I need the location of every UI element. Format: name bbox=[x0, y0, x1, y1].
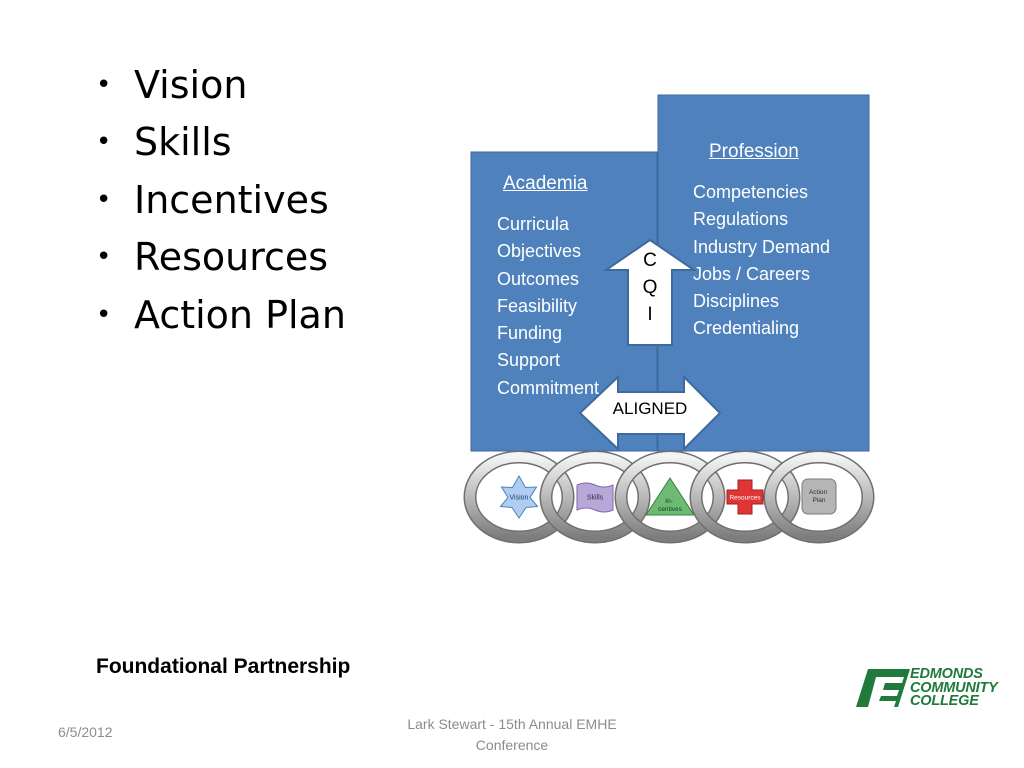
triangle-icon bbox=[645, 477, 695, 516]
bullet-item: •Resources bbox=[96, 235, 329, 280]
list-item: Industry Demand bbox=[693, 236, 831, 257]
profession-title: Profession bbox=[709, 141, 799, 162]
aligned-double-arrow-icon bbox=[578, 374, 722, 452]
ring-label-skills: Skills bbox=[587, 495, 604, 502]
star-icon bbox=[499, 474, 539, 519]
edmonds-logo-text: EDMONDS COMMUNITY COLLEGE bbox=[910, 666, 998, 709]
list-item: Competencies bbox=[693, 182, 809, 202]
cqi-label: C Q I bbox=[642, 250, 658, 325]
ring-incentives bbox=[614, 450, 726, 544]
bullet-list: •Vision •Skills •Incentives •Resources •… bbox=[96, 56, 346, 344]
academia-list: Curricula Objectives Outcomes Feasibilit… bbox=[497, 211, 599, 402]
rounded-square-icon bbox=[801, 478, 837, 515]
cross-icon bbox=[726, 479, 764, 515]
ring-action-plan bbox=[763, 450, 875, 544]
list-item: Curricula bbox=[497, 214, 570, 234]
ring-vision bbox=[463, 450, 575, 544]
rings-chain bbox=[463, 450, 875, 544]
wave-icon bbox=[576, 482, 614, 513]
list-item: Regulations bbox=[693, 209, 789, 230]
academia-title: Academia bbox=[503, 173, 588, 194]
list-item: Objectives bbox=[497, 241, 582, 262]
list-item: Outcomes bbox=[497, 268, 580, 289]
ring-label-vision: Vision bbox=[510, 495, 529, 502]
ring-label-incentives: In- centives bbox=[658, 498, 683, 513]
ring-skills bbox=[539, 450, 651, 544]
profession-list: Competencies Regulations Industry Demand… bbox=[693, 179, 830, 343]
list-item: Funding bbox=[497, 323, 563, 344]
aligned-label: ALIGNED bbox=[612, 399, 688, 418]
list-item: Commitment bbox=[497, 377, 600, 398]
bullet-item: •Skills bbox=[96, 120, 232, 165]
list-item: Disciplines bbox=[693, 291, 780, 312]
footer-credit: Lark Stewart - 15th Annual EMHE Conferen… bbox=[407, 716, 617, 753]
list-item: Support bbox=[497, 350, 561, 371]
ring-label-resources: Resources bbox=[729, 495, 761, 502]
edmonds-logo-icon bbox=[856, 669, 910, 707]
foundational-partnership-title: Foundational Partnership bbox=[96, 655, 351, 678]
list-item: Jobs / Careers bbox=[693, 263, 811, 284]
bullet-item: •Action Plan bbox=[96, 292, 346, 337]
ring-label-action-plan: Action Plan bbox=[809, 489, 829, 504]
footer-date: 6/5/2012 bbox=[58, 724, 113, 740]
bullet-item: •Vision bbox=[96, 62, 248, 107]
ring-resources bbox=[689, 450, 801, 544]
bullet-item: •Incentives bbox=[96, 177, 329, 222]
list-item: Feasibility bbox=[497, 295, 578, 316]
cqi-up-arrow-icon bbox=[602, 238, 698, 346]
list-item: Credentialing bbox=[693, 318, 800, 339]
